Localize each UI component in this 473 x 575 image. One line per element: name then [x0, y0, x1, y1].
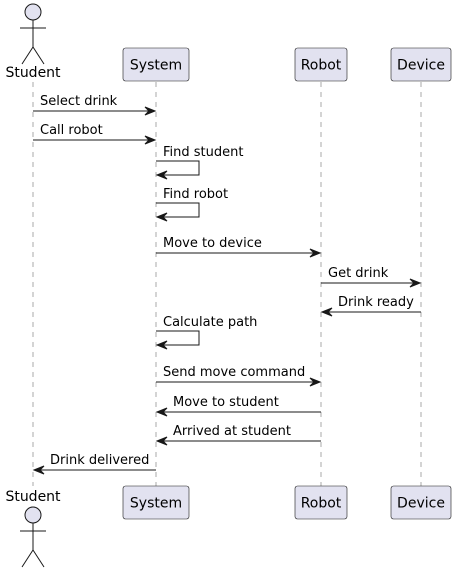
message-label: Drink ready: [338, 295, 414, 310]
message-3: Find student: [155, 145, 243, 180]
arrow-head: [155, 212, 168, 222]
message-6: Get drink: [321, 266, 422, 288]
actor-student-bottom: Student: [5, 489, 61, 568]
arrow-head: [320, 307, 333, 317]
message-7: Drink ready: [320, 295, 421, 317]
participant-robot-top: Robot: [294, 47, 348, 82]
arrow-head: [155, 170, 168, 180]
message-label: Move to student: [173, 395, 279, 410]
participant-box: [294, 485, 348, 520]
message-10: Move to student: [155, 395, 321, 417]
actor-label: Student: [5, 65, 61, 81]
message-label: Find student: [163, 145, 243, 160]
message-11: Arrived at student: [155, 424, 321, 446]
self-message-line: [156, 202, 200, 218]
message-4: Find robot: [155, 187, 228, 222]
self-message-line: [156, 160, 200, 176]
participant-system-bottom: System: [122, 485, 190, 520]
message-label: Select drink: [40, 94, 118, 109]
participant-label: System: [130, 58, 182, 74]
participant-system-top: System: [122, 47, 190, 82]
message-9: Send move command: [156, 365, 322, 387]
message-8: Calculate path: [155, 315, 257, 350]
message-12: Drink delivered: [32, 453, 156, 475]
message-5: Move to device: [156, 236, 322, 258]
arrow-head: [155, 407, 168, 417]
arrow-head: [32, 465, 45, 475]
arrow-head: [144, 106, 157, 116]
participant-box: [122, 47, 190, 82]
participant-box: [294, 47, 348, 82]
participant-box: [390, 485, 452, 520]
actor-leg-left: [21, 549, 34, 568]
participant-device-top: Device: [390, 47, 452, 82]
participant-robot-bottom: Robot: [294, 485, 348, 520]
message-1: Select drink: [33, 94, 157, 116]
participant-label: System: [130, 496, 182, 512]
arrow-head: [309, 248, 322, 258]
actor-leg-right: [32, 549, 45, 568]
message-label: Calculate path: [163, 315, 257, 330]
actor-student-top: Student: [5, 3, 61, 81]
message-label: Find robot: [163, 187, 228, 202]
participant-device-bottom: Device: [390, 485, 452, 520]
message-label: Send move command: [163, 365, 305, 380]
arrow-head: [155, 340, 168, 350]
actor-head: [24, 506, 42, 524]
message-label: Drink delivered: [50, 453, 149, 468]
participant-label: Robot: [301, 496, 342, 512]
participant-label: Device: [397, 496, 445, 512]
arrow-head: [144, 135, 157, 145]
actor-label: Student: [5, 489, 61, 505]
arrow-head: [409, 278, 422, 288]
message-label: Call robot: [40, 123, 103, 138]
participant-label: Robot: [301, 58, 342, 74]
self-message-line: [156, 330, 200, 346]
participant-box: [390, 47, 452, 82]
actor-head: [24, 3, 42, 21]
message-label: Get drink: [328, 266, 389, 281]
message-label: Move to device: [163, 236, 262, 251]
participant-box: [122, 485, 190, 520]
arrow-head: [155, 436, 168, 446]
message-2: Call robot: [33, 123, 157, 145]
message-label: Arrived at student: [173, 424, 291, 439]
actor-leg-left: [21, 46, 34, 65]
participant-label: Device: [397, 58, 445, 74]
actor-leg-right: [32, 46, 45, 65]
arrow-head: [309, 377, 322, 387]
